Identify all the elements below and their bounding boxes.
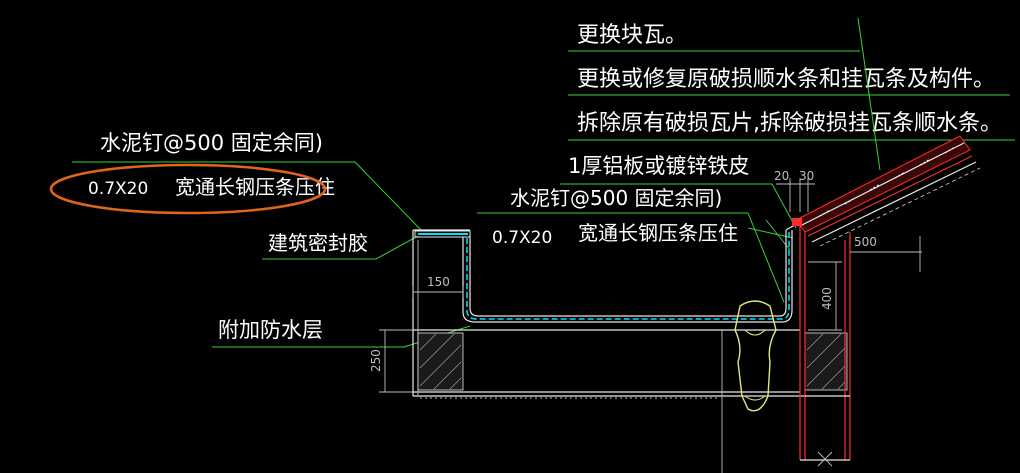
concrete-hatch-right — [804, 332, 848, 391]
highlight-circle — [49, 163, 327, 215]
strip-text-middle: 宽通长钢压条压住 — [578, 221, 738, 245]
dimension-400: 400 — [808, 261, 842, 331]
dim-20: 20 — [774, 169, 789, 183]
concrete-hatch-left — [417, 332, 464, 391]
dim-250: 250 — [369, 349, 383, 372]
dimension-250: 250 — [369, 329, 413, 393]
right-wall — [799, 222, 851, 467]
top-notes-leaders — [568, 17, 1015, 171]
sealant-cap — [414, 230, 471, 238]
note-flashing: 1厚铝板或镀锌铁皮 — [568, 154, 749, 178]
waterproof-layer — [466, 229, 790, 320]
nail-note-middle: 水泥钉@500 固定余同) — [510, 186, 722, 210]
note-repair-battens: 更换或修复原破损顺水条和挂瓦条及构件。 — [577, 67, 995, 92]
extra-waterproof-note: 附加防水层 — [218, 318, 323, 342]
downpipe-outline — [734, 300, 777, 412]
note-replace-tiles: 更换块瓦。 — [577, 23, 687, 48]
strip-size-middle: 0.7X20 — [492, 228, 552, 248]
dim-150: 150 — [427, 275, 450, 289]
sealant-leader — [262, 235, 419, 260]
dim-400: 400 — [820, 287, 834, 310]
left-note-leader — [72, 161, 422, 231]
roof-slope — [792, 135, 981, 247]
note-remove-tiles: 拆除原有破损瓦片,拆除破损挂瓦条顺水条。 — [577, 111, 1002, 136]
strip-text-left: 宽通长钢压条压住 — [175, 175, 335, 199]
dimension-150: 150 — [412, 275, 464, 298]
dimension-500: 500 — [850, 235, 922, 272]
dimension-20-30: 20 30 — [774, 169, 815, 212]
gutter-structure — [412, 221, 806, 473]
strip-size-left: 0.7X20 — [88, 179, 148, 199]
dim-30: 30 — [799, 169, 814, 183]
sealant-note: 建筑密封胶 — [268, 231, 368, 255]
dim-500: 500 — [854, 235, 877, 249]
nail-note-left: 水泥钉@500 固定余同) — [100, 131, 323, 155]
